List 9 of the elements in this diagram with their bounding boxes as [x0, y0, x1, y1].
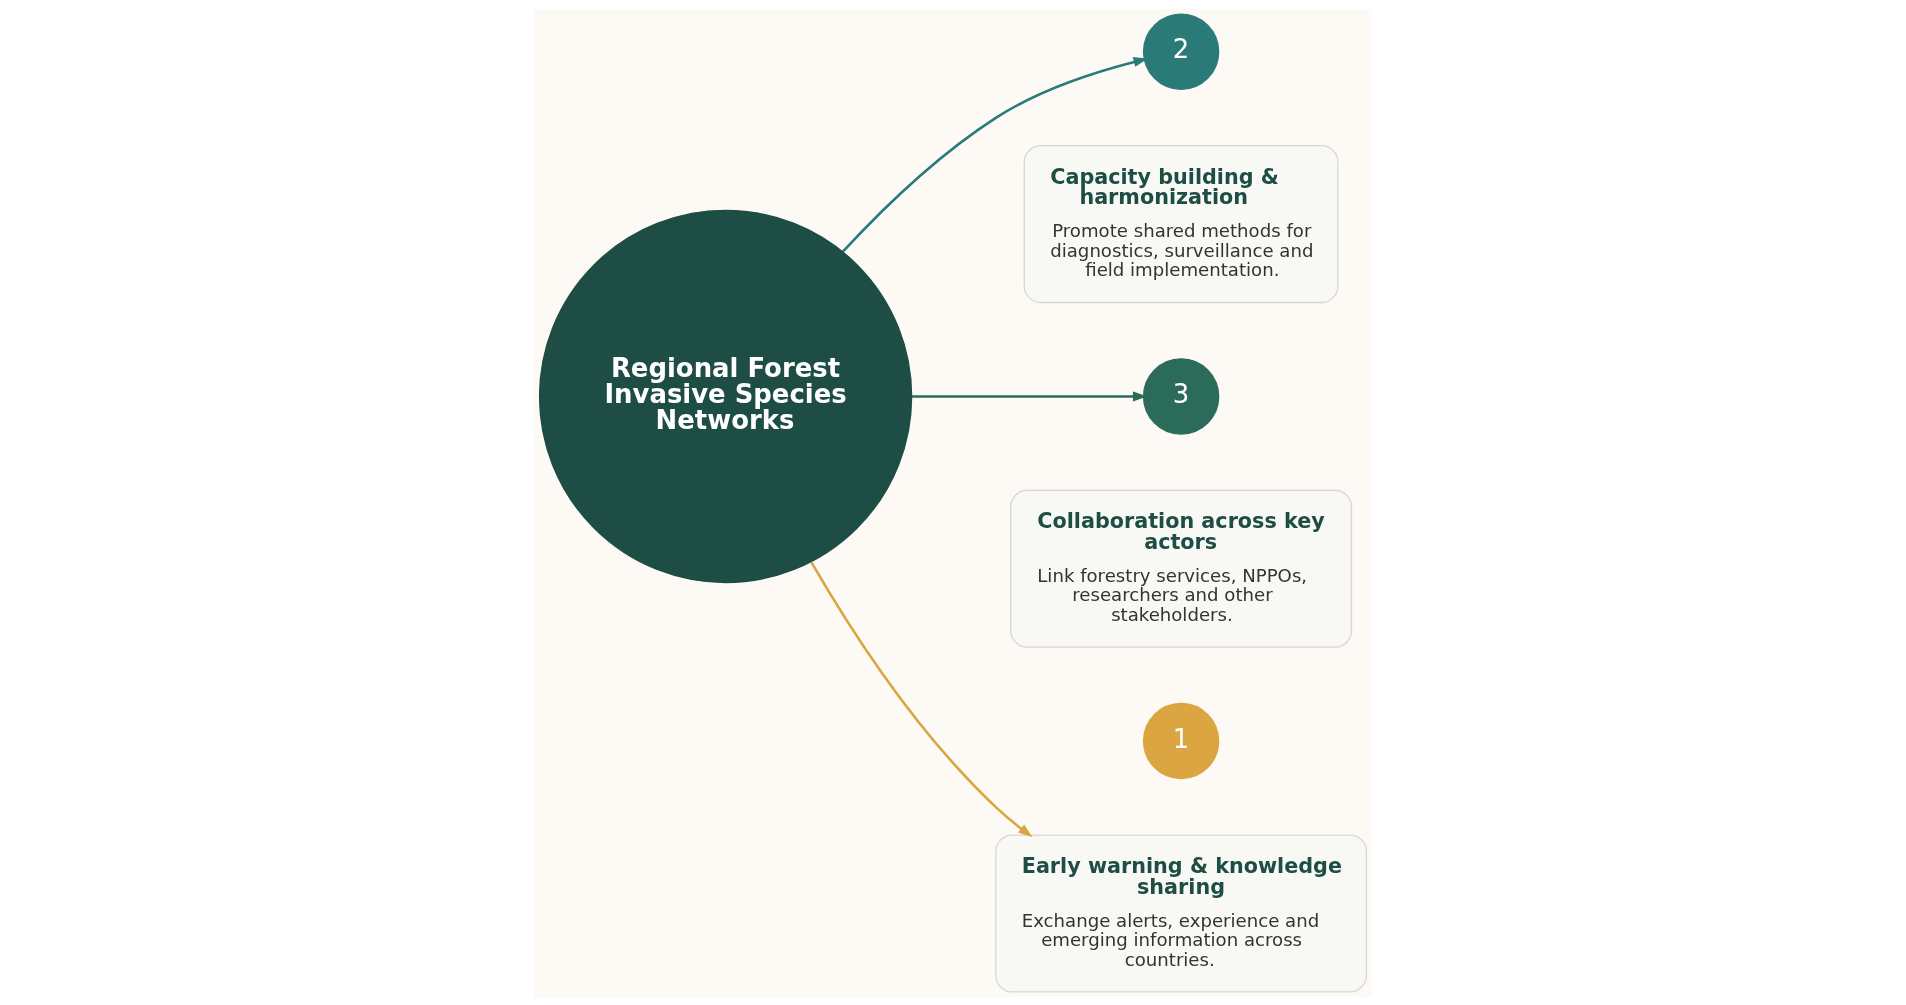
- node-box: Capacity building & harmonization Promote shared methods for diagnostics, surveillance and field implementation.: [1023, 144, 1339, 303]
- arrow: [841, 56, 1148, 253]
- node-circle: 2: [1142, 13, 1220, 90]
- node-circle: 1: [1142, 702, 1220, 779]
- node-circle: 3: [1142, 357, 1220, 435]
- node-box: Collaboration across key actors Link forestry services, NPPOs, researchers and other stakeholders.: [1010, 489, 1353, 648]
- arrow: [810, 560, 1033, 837]
- node-box: Early warning & knowledge sharing Exchange alerts, experience and emerging information across countries.: [995, 833, 1368, 992]
- node-circle: Regional Forest Invasive Species Networks: [538, 209, 913, 583]
